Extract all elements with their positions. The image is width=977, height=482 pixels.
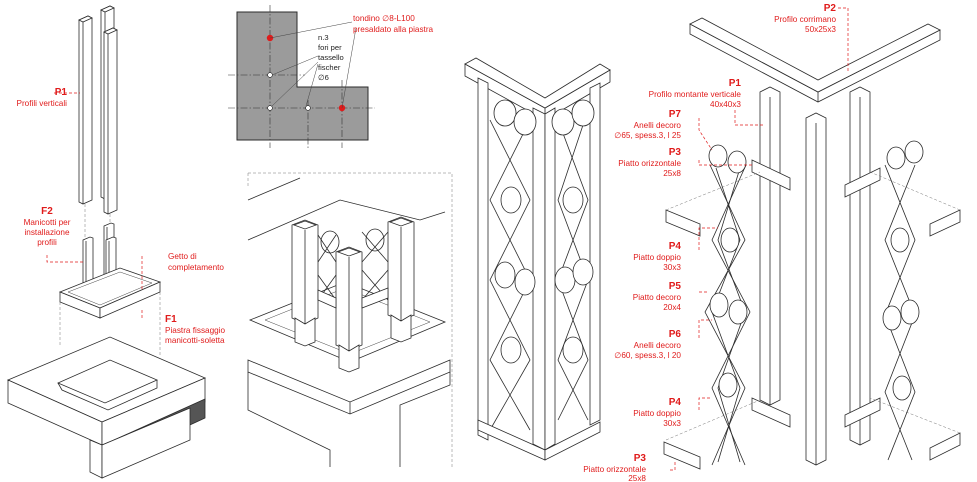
plate-plan-detail	[228, 5, 375, 148]
svg-text:fori per: fori per	[318, 43, 342, 52]
label-p1-left: P1 Profili verticali	[16, 87, 67, 108]
svg-text:Piatto orizzontale: Piatto orizzontale	[583, 465, 646, 474]
svg-text:Getto di: Getto di	[168, 252, 197, 261]
svg-text:fischer: fischer	[318, 63, 341, 72]
assembled-corner-view	[464, 57, 611, 461]
svg-text:presaldato alla piastra: presaldato alla piastra	[353, 25, 434, 34]
svg-text:30x3: 30x3	[663, 263, 681, 272]
svg-text:P1: P1	[729, 78, 742, 89]
label-p6: P6 Anelli decoro ∅60, spess.3, l 20	[614, 329, 681, 360]
label-p3-top: P3 Piatto orizzontale 25x8	[618, 147, 681, 178]
svg-text:P4: P4	[669, 397, 682, 408]
label-p1-right: P1 Profilo montante verticale 40x40x3	[649, 78, 742, 109]
svg-text:P5: P5	[669, 281, 682, 292]
svg-text:F1: F1	[165, 314, 177, 325]
svg-text:Anelli decoro: Anelli decoro	[634, 341, 682, 350]
base-plate	[58, 267, 162, 319]
svg-text:profili: profili	[37, 238, 57, 247]
lattice-panel-side	[882, 140, 924, 461]
label-p2: P2 Profilo corrimano 50x25x3	[774, 3, 836, 34]
svg-text:30x3: 30x3	[663, 419, 681, 428]
svg-text:25x8: 25x8	[628, 474, 646, 482]
svg-text:P3: P3	[669, 147, 682, 158]
leader-lines	[46, 7, 849, 471]
svg-text:Piastra fissaggio: Piastra fissaggio	[165, 326, 226, 335]
svg-text:50x25x3: 50x25x3	[805, 25, 836, 34]
svg-text:installazione: installazione	[24, 228, 70, 237]
label-p7: P7 Anelli decoro ∅65, spess.3, l 25	[614, 109, 681, 140]
svg-text:n.3: n.3	[318, 33, 329, 42]
vertical-profiles	[78, 5, 118, 215]
svg-text:40x40x3: 40x40x3	[710, 100, 741, 109]
left-exploded-view	[6, 5, 207, 479]
right-exploded-view	[663, 17, 961, 470]
label-p5: P5 Piatto decoro 20x4	[633, 281, 682, 312]
svg-text:Profilo corrimano: Profilo corrimano	[774, 15, 836, 24]
svg-text:Manicotti per: Manicotti per	[24, 218, 71, 227]
svg-text:20x4: 20x4	[663, 303, 681, 312]
label-p3-bottom: P3 Piatto orizzontale 25x8	[583, 453, 646, 482]
svg-text:Piatto decoro: Piatto decoro	[633, 293, 682, 302]
svg-text:∅6: ∅6	[318, 73, 329, 82]
label-tondino: tondino ∅8-L100 presaldato alla piastra	[353, 14, 434, 34]
label-fori: n.3 fori per tassello fischer ∅6	[318, 33, 344, 82]
corner-lattice	[489, 99, 595, 431]
svg-text:P7: P7	[669, 109, 682, 120]
svg-text:Piatto doppio: Piatto doppio	[633, 253, 681, 262]
svg-text:∅60, spess.3, l 20: ∅60, spess.3, l 20	[614, 351, 681, 360]
svg-text:completamento: completamento	[168, 263, 224, 272]
label-getto: Getto di completamento	[168, 252, 224, 272]
svg-text:Piatto doppio: Piatto doppio	[633, 409, 681, 418]
svg-text:manicotti-soletta: manicotti-soletta	[165, 336, 225, 345]
lattice-panel-front	[704, 144, 751, 466]
label-p4-bottom: P4 Piatto doppio 30x3	[633, 397, 681, 428]
concrete-slab	[6, 336, 207, 479]
svg-text:P3: P3	[634, 453, 647, 464]
label-p4-top: P4 Piatto doppio 30x3	[633, 241, 681, 272]
svg-text:Profili verticali: Profili verticali	[16, 99, 67, 108]
svg-text:tassello: tassello	[318, 53, 344, 62]
svg-text:P4: P4	[669, 241, 682, 252]
svg-text:tondino ∅8-L100: tondino ∅8-L100	[353, 14, 415, 23]
svg-text:F2: F2	[41, 206, 53, 217]
svg-text:Anelli decoro: Anelli decoro	[634, 121, 682, 130]
svg-text:P2: P2	[824, 3, 837, 14]
svg-text:Profilo montante verticale: Profilo montante verticale	[649, 90, 742, 99]
svg-text:Piatto orizzontale: Piatto orizzontale	[618, 159, 681, 168]
svg-text:P6: P6	[669, 329, 682, 340]
base-isometric-detail	[247, 172, 453, 467]
svg-text:∅65, spess.3, l 25: ∅65, spess.3, l 25	[614, 131, 681, 140]
detail-posts	[291, 216, 415, 373]
label-f2: F2 Manicotti per installazione profili	[24, 206, 71, 247]
svg-text:25x8: 25x8	[663, 169, 681, 178]
svg-text:P1: P1	[55, 87, 68, 98]
label-f1: F1 Piastra fissaggio manicotti-soletta	[165, 314, 226, 345]
